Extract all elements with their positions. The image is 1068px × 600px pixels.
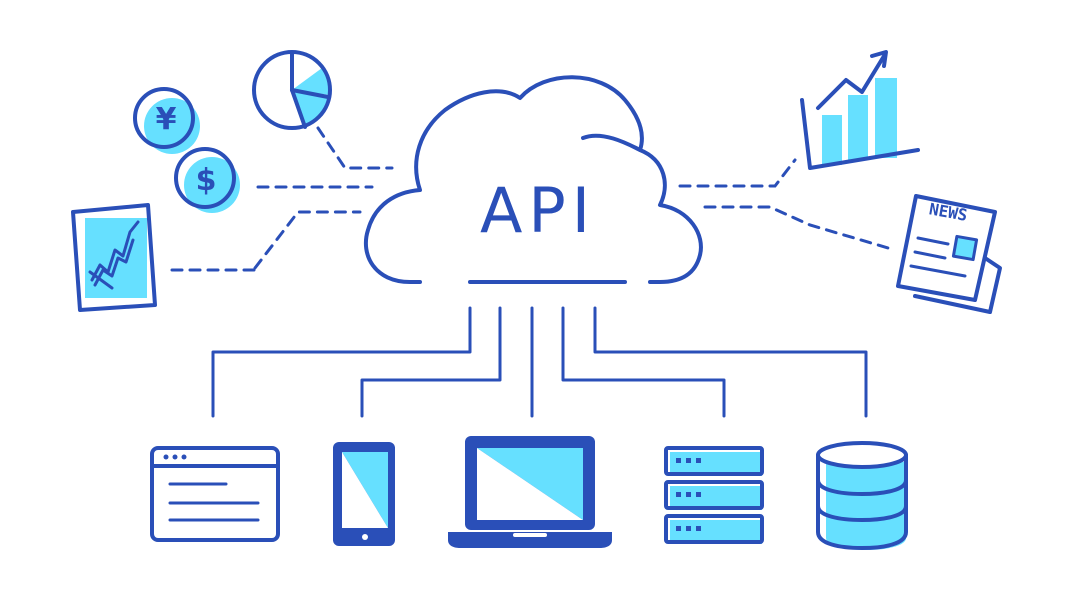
- connectors-left: [170, 126, 394, 272]
- newspaper-icon: NEWS: [896, 194, 1002, 314]
- svg-text:$: $: [196, 163, 217, 198]
- browser-window-icon: [150, 446, 280, 542]
- yen-coin-icon: ¥: [133, 87, 200, 154]
- stock-chart-icon: [71, 203, 157, 312]
- connectors-right: [678, 158, 897, 252]
- dollar-coin-icon: $: [174, 147, 240, 213]
- smartphone-icon: [333, 442, 395, 546]
- api-cloud: API: [363, 75, 703, 284]
- pie-chart-icon: [252, 50, 332, 130]
- database-icon: [816, 441, 908, 550]
- news-label: NEWS: [928, 199, 969, 224]
- laptop-icon: [448, 436, 612, 548]
- server-icon: [664, 446, 764, 544]
- svg-text:¥: ¥: [156, 102, 177, 137]
- bar-chart-icon: [800, 50, 920, 170]
- api-label: API: [480, 174, 596, 247]
- connectors-bottom: [211, 306, 868, 418]
